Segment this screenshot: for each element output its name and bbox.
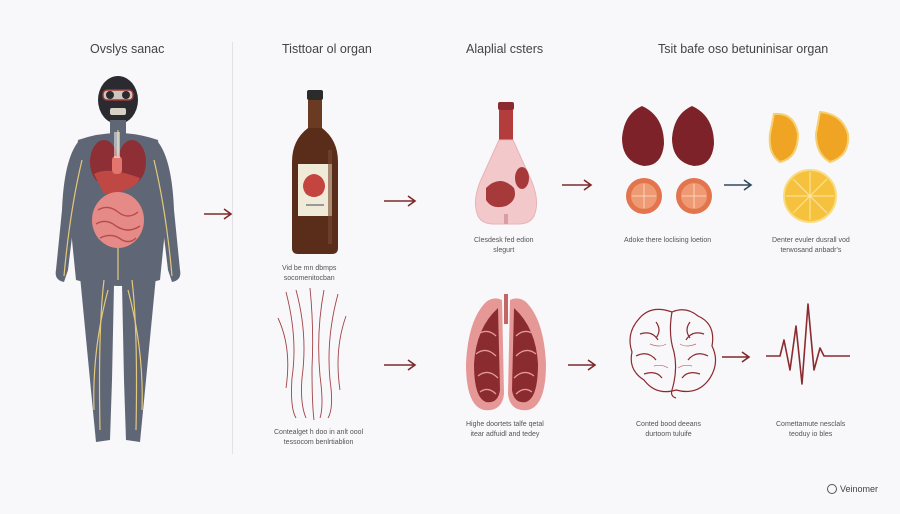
caption-line: Vid be mn dbmps bbox=[282, 265, 337, 272]
arrow-right-icon bbox=[722, 351, 751, 363]
arrow-right-icon bbox=[562, 179, 593, 191]
caption-line: Highe doortets talfe qetal bbox=[466, 421, 544, 428]
watermark: Veinomer bbox=[826, 484, 878, 494]
watermark-logo-icon bbox=[826, 484, 837, 494]
header-benefit-section: Tsit bafe oso betuninisar organ bbox=[658, 42, 829, 56]
header-body-section: Ovslys sanac bbox=[90, 42, 165, 56]
lungs-caption: Highe doortets talfe qetal itear adfuidl… bbox=[466, 420, 544, 439]
caption-line: Adoke there loclising loetion bbox=[624, 237, 712, 244]
arrow-right-icon bbox=[568, 359, 597, 371]
caption-line: durtoom tuluife bbox=[645, 430, 692, 438]
arrow-right-icon bbox=[384, 359, 417, 371]
citrus-caption: Denter evuler dusrall vod terwosand anba… bbox=[772, 236, 850, 255]
column-divider bbox=[232, 42, 233, 454]
bottle-caption: Vid be mn dbmps socomenitocban bbox=[282, 264, 336, 283]
caption-line: Clesdesk fed edion bbox=[474, 237, 534, 244]
human-body-icon bbox=[55, 76, 181, 442]
fiber-strands-icon bbox=[277, 287, 347, 421]
caption-line: terwosand anbadr's bbox=[780, 246, 842, 254]
flask-caption: Clesdesk fed edion slegurt bbox=[474, 236, 534, 255]
flask-icon bbox=[474, 102, 538, 225]
arrow-right-icon bbox=[204, 208, 233, 220]
caption-line: Denter evuler dusrall vod bbox=[772, 237, 850, 244]
arrow-right-icon bbox=[724, 179, 753, 191]
header-clusters-section: Alaplial csters bbox=[466, 42, 544, 56]
caption-line: teoduy io bles bbox=[789, 430, 833, 438]
caption-line: Conted bood deeans bbox=[636, 421, 701, 428]
bottle-icon bbox=[292, 90, 338, 254]
caption-line: tessocom benlrtiablion bbox=[283, 438, 354, 446]
pulse-caption: Comettamute nesclals teoduy io bles bbox=[776, 420, 845, 439]
caption-line: socomenitocban bbox=[283, 274, 335, 282]
fibers-caption: Contealget h doo in anlt oool tessocom b… bbox=[274, 428, 363, 447]
watermark-text: Veinomer bbox=[839, 484, 878, 494]
brain-caption: Conted bood deeans durtoom tuluife bbox=[636, 420, 701, 439]
caption-line: Comettamute nesclals bbox=[776, 421, 846, 428]
caption-line: Contealget h doo in anlt oool bbox=[274, 429, 364, 436]
heartbeat-pulse-icon bbox=[766, 303, 850, 385]
liver-caption: Adoke there loclising loetion bbox=[624, 236, 711, 246]
caption-line: slegurt bbox=[493, 246, 515, 254]
liver-icon bbox=[622, 106, 714, 214]
brain-icon bbox=[629, 308, 717, 399]
header-organ-section: Tisttoar ol organ bbox=[282, 42, 372, 56]
lungs-icon bbox=[466, 294, 546, 411]
arrow-right-icon bbox=[384, 195, 417, 207]
caption-line: itear adfuidl and tedey bbox=[470, 430, 540, 438]
citrus-icon bbox=[768, 110, 850, 223]
